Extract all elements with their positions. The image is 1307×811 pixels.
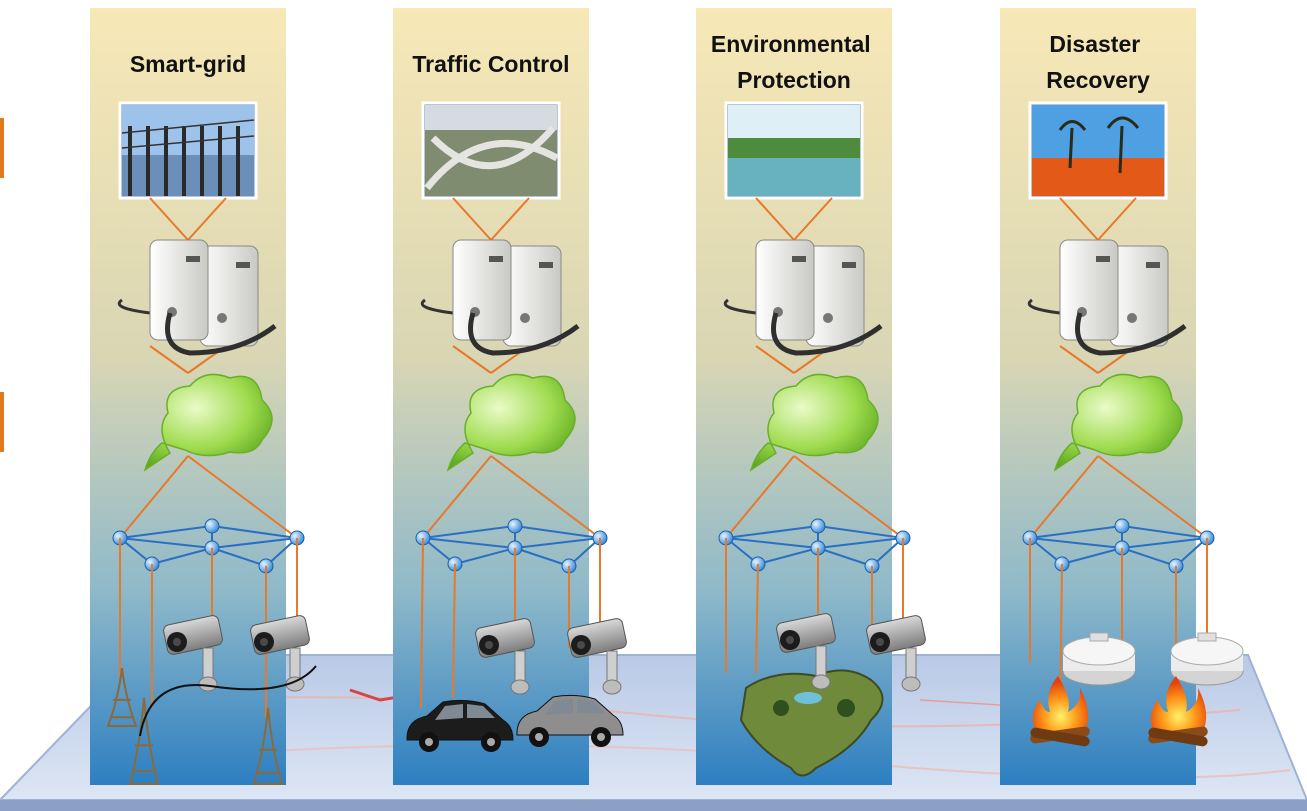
- cloud-link-lines: [1029, 455, 1208, 539]
- substation-photo: [118, 101, 258, 200]
- column-title: Disaster Recovery: [1046, 31, 1150, 93]
- highway-interchange-photo: [421, 101, 561, 200]
- car-icon: [516, 694, 624, 747]
- security-camera-icon: [567, 618, 627, 695]
- security-camera-icon: [163, 615, 223, 692]
- wildfire-photo: [1028, 101, 1168, 200]
- cloud-icon: [143, 373, 273, 472]
- device-links: [119, 538, 298, 718]
- eiffel-tower-icon: [106, 667, 138, 727]
- column-title-line: Environmental: [711, 31, 871, 57]
- security-camera-icon: [250, 615, 310, 692]
- column-traffic-control: Traffic Control: [393, 8, 627, 785]
- device-links: [725, 538, 904, 674]
- cloud-link-lines: [119, 455, 298, 539]
- column-smart-grid: Smart-grid: [90, 8, 317, 785]
- mesh-network-icon: [415, 518, 608, 574]
- mesh-network-icon: [112, 518, 305, 574]
- security-camera-icon: [866, 615, 926, 692]
- mesh-network-icon: [718, 518, 911, 574]
- cloud-icon: [446, 373, 576, 472]
- car-icon: [406, 699, 514, 752]
- world-map-base: [0, 654, 1307, 811]
- server-icon: [117, 239, 277, 356]
- smoke-detector-icon: [1062, 632, 1136, 686]
- cable-line: [139, 665, 317, 737]
- column-title-line: Recovery: [1046, 67, 1150, 93]
- column-title-line: Traffic Control: [412, 51, 569, 77]
- left-edge-marker: [0, 118, 4, 178]
- column-title-line: Protection: [737, 67, 851, 93]
- column-title-line: Smart-grid: [130, 51, 246, 77]
- security-camera-icon: [475, 618, 535, 695]
- smoke-detector-icon: [1170, 632, 1244, 686]
- cloud-link-lines: [422, 455, 601, 539]
- lake-park-photo: [724, 101, 864, 200]
- server-icon: [420, 239, 580, 356]
- cloud-link-lines: [725, 455, 904, 539]
- security-camera-icon: [776, 613, 836, 690]
- column-disaster-recovery: Disaster Recovery: [1000, 8, 1244, 785]
- column-title: Environmental Protection: [711, 31, 877, 93]
- column-title: Smart-grid: [130, 51, 246, 77]
- cloud-icon: [749, 373, 879, 472]
- eiffel-tower-icon: [128, 697, 160, 785]
- left-edge-marker: [0, 392, 4, 452]
- campfire-icon: [1030, 676, 1090, 747]
- column-title-line: Disaster: [1049, 31, 1140, 57]
- campfire-icon: [1148, 676, 1208, 747]
- cloud-icon: [1053, 373, 1183, 472]
- column-title: Traffic Control: [412, 51, 569, 77]
- server-icon: [1027, 239, 1187, 356]
- server-icon: [723, 239, 883, 356]
- column-environmental-protection: Environmental Protection: [696, 8, 926, 785]
- eiffel-tower-icon: [252, 707, 284, 785]
